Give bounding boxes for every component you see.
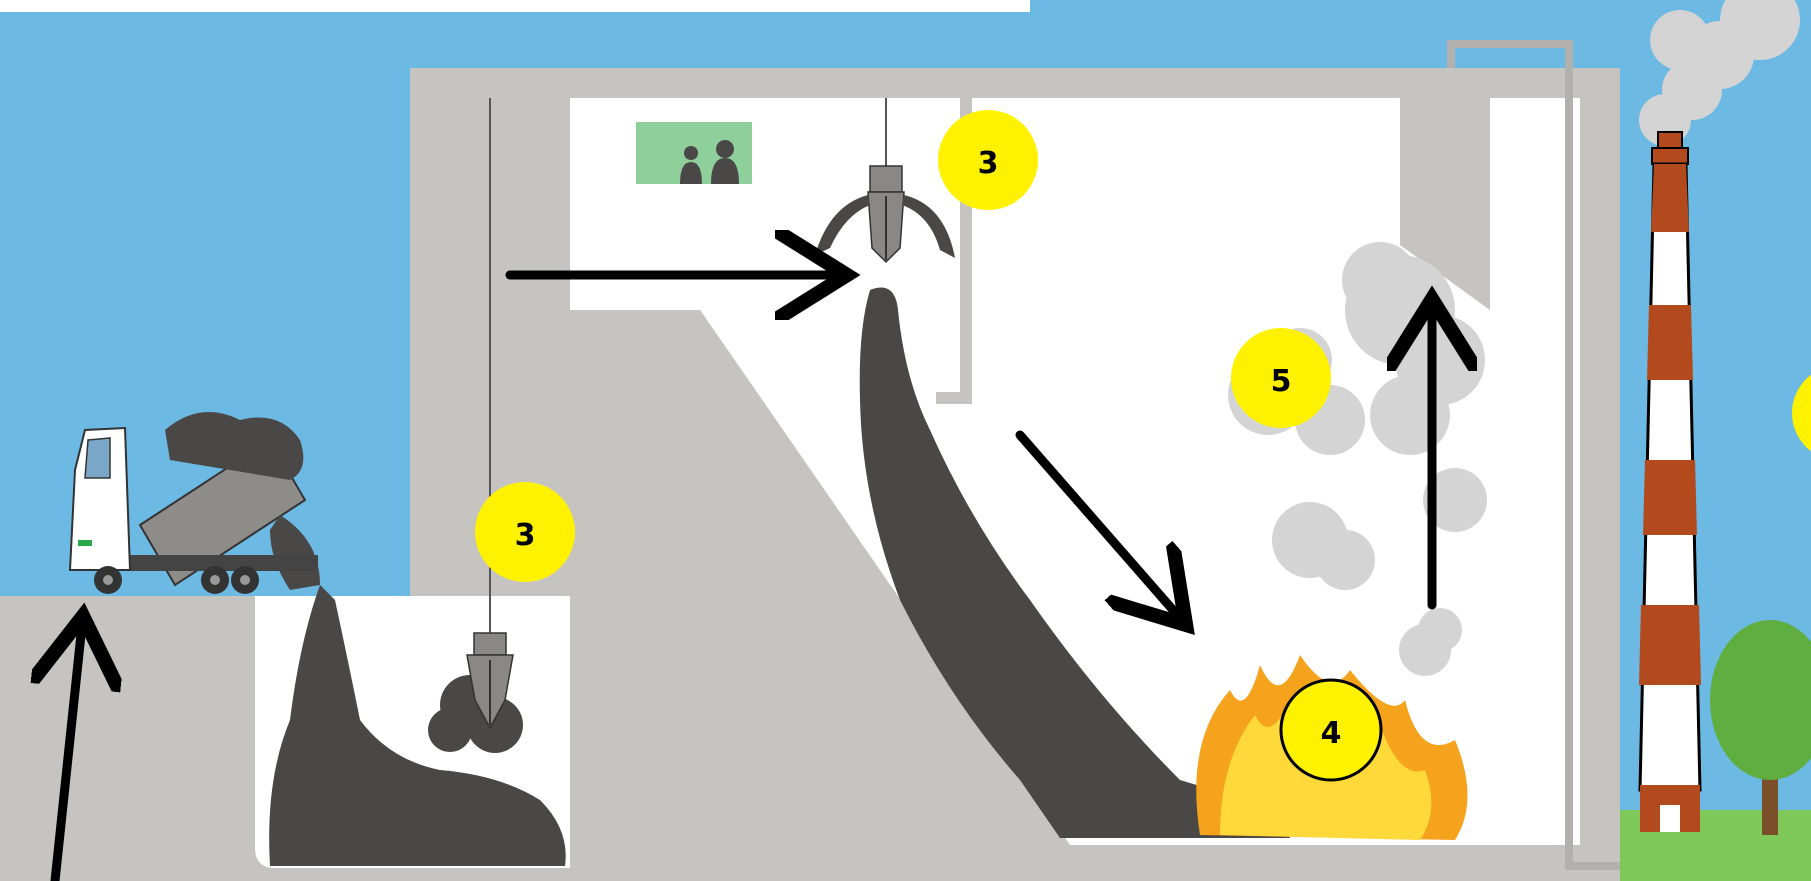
marker-crane-right-label: 3: [978, 146, 999, 181]
marker-smoke-label: 5: [1271, 364, 1292, 399]
dump-truck-icon: [70, 412, 320, 594]
marker-crane-right: 3: [938, 110, 1038, 210]
marker-furnace: 4: [1281, 680, 1381, 780]
marker-smoke: 5: [1231, 328, 1331, 428]
marker-crane-left-label: 3: [515, 518, 536, 553]
building-roof: [412, 68, 1612, 98]
marker-furnace-label: 4: [1321, 716, 1342, 751]
top-strip: [0, 0, 1030, 12]
marker-crane-left: 3: [475, 482, 575, 582]
